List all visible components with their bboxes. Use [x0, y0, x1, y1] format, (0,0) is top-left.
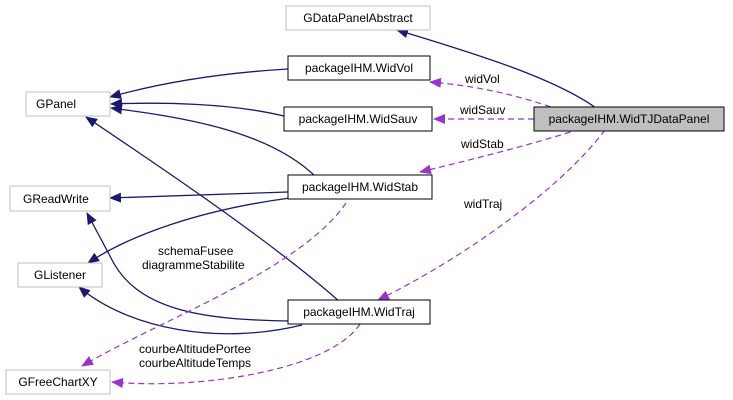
node-gfreechartxy[interactable]: GFreeChartXY — [5, 369, 111, 395]
edge-widtjdatapanel-to-widstab — [419, 128, 581, 175]
edge-widtraj-to-gfreechartxy — [111, 323, 361, 388]
nodes: GDataPanelAbstract GPanel GReadWrite GLi… — [5, 5, 725, 395]
edge-label-widsauv: widSauv — [459, 103, 505, 117]
usage-edges — [81, 77, 606, 388]
edge-label-courbealtitudetemps: courbeAltitudeTemps — [139, 356, 251, 370]
edge-widtjdatapanel-to-widtraj — [377, 129, 606, 301]
node-greadwrite[interactable]: GReadWrite — [9, 185, 111, 212]
edge-labels: widVol widSauv widStab widTraj schemaFus… — [139, 72, 505, 370]
edge-widtjdatapanel-to-widvol — [429, 77, 561, 111]
node-widtraj[interactable]: packageIHM.WidTraj — [287, 299, 431, 325]
node-glistener[interactable]: GListener — [17, 262, 103, 288]
edge-widtraj-to-gpanel — [85, 116, 341, 303]
node-label: packageIHM.WidStab — [302, 180, 418, 194]
node-label: packageIHM.WidSauv — [299, 112, 418, 126]
node-label: GPanel — [36, 97, 76, 111]
node-widstab[interactable]: packageIHM.WidStab — [287, 174, 433, 200]
edge-widstab-to-glistener — [87, 197, 291, 264]
node-label: GFreeChartXY — [18, 375, 97, 389]
edge-label-schemafusee: schemaFusee — [158, 244, 234, 258]
node-gdatapanelabstract[interactable]: GDataPanelAbstract — [285, 5, 431, 31]
node-label: GReadWrite — [23, 192, 89, 206]
node-label: GDataPanelAbstract — [303, 11, 413, 25]
edge-widstab-to-gpanel — [110, 104, 319, 180]
node-gpanel[interactable]: GPanel — [25, 91, 111, 117]
node-label: GListener — [34, 268, 86, 282]
edge-widstab-to-greadwrite — [109, 191, 289, 203]
edge-label-courbealtitudeportee: courbeAltitudePortee — [139, 342, 251, 356]
edge-widstab-to-gfreechartxy — [81, 202, 347, 367]
edge-widtraj-to-greadwrite — [86, 212, 293, 322]
edge-label-widtraj: widTraj — [463, 197, 502, 211]
node-label: packageIHM.WidTJDataPanel — [549, 112, 710, 126]
inheritance-edges — [78, 28, 601, 335]
edge-widsauv-to-gpanel — [110, 98, 285, 117]
node-widtjdatapanel[interactable]: packageIHM.WidTJDataPanel — [533, 106, 725, 132]
node-label: packageIHM.WidTraj — [303, 305, 415, 319]
edge-widvol-to-gpanel — [109, 68, 289, 99]
edge-label-widvol: widVol — [464, 72, 500, 86]
node-widsauv[interactable]: packageIHM.WidSauv — [283, 106, 433, 132]
node-label: packageIHM.WidVol — [305, 61, 413, 75]
edge-label-diagrammestabilite: diagrammeStabilite — [142, 258, 245, 272]
node-widvol[interactable]: packageIHM.WidVol — [287, 55, 431, 81]
edge-widtjdatapanel-to-gdatapanelabstract — [396, 28, 601, 112]
edge-label-widstab: widStab — [460, 137, 504, 151]
edge-widtraj-to-glistener — [78, 286, 303, 335]
